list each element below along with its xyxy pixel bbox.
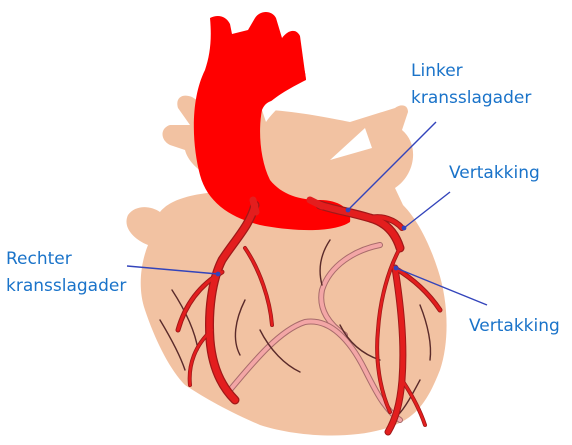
branch-top-label: Vertakking	[449, 160, 540, 187]
left-coronary-label-line2: kransslagader	[411, 85, 531, 112]
left-coronary-label-line1: Linker	[411, 58, 531, 85]
right-coronary-label-line2: kransslagader	[6, 273, 126, 300]
right-coronary-label-line1: Rechter	[6, 246, 126, 273]
leader-line-branch-top	[404, 192, 450, 228]
left-coronary-label: Linker kransslagader	[411, 58, 531, 112]
branch-bottom-label: Vertakking	[469, 313, 560, 340]
right-coronary-label: Rechter kransslagader	[6, 246, 126, 300]
